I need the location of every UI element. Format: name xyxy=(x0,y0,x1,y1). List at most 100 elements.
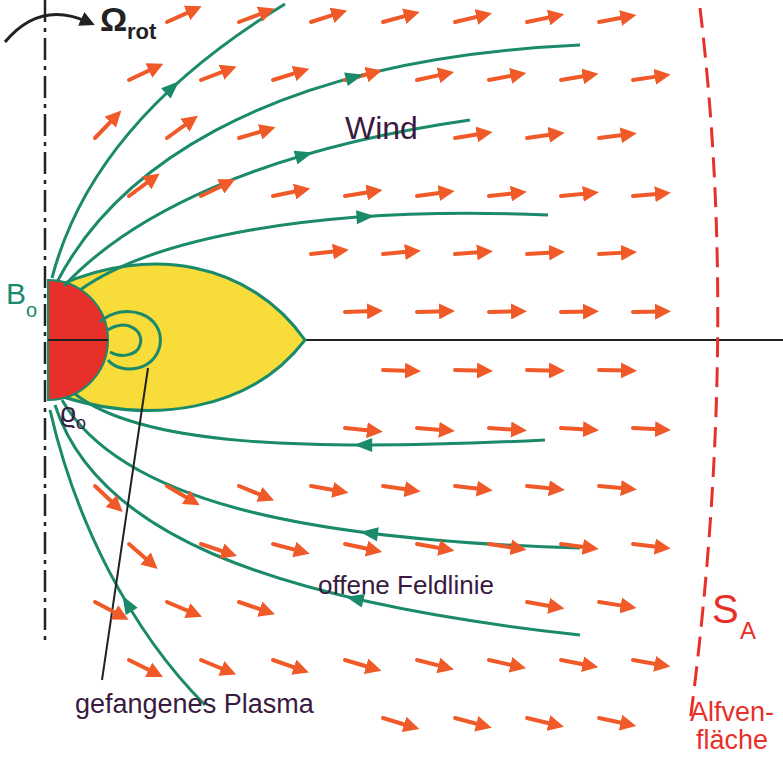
wind-arrow xyxy=(489,428,519,430)
radius-symbol: ϱ xyxy=(60,398,76,427)
wind-arrow xyxy=(455,486,485,490)
wind-arrow xyxy=(129,67,156,80)
wind-arrow xyxy=(417,660,446,667)
wind-arrow xyxy=(273,71,302,80)
open-field-line xyxy=(75,394,545,445)
wind-arrow xyxy=(311,251,341,254)
wind-arrow xyxy=(489,193,519,196)
wind-arrow xyxy=(167,602,195,614)
wind-arrow xyxy=(129,178,153,196)
alfven-surface-label: Alfven- fläche xyxy=(690,698,774,755)
wind-arrow xyxy=(273,660,301,670)
wind-arrow xyxy=(527,16,556,22)
wind-arrow xyxy=(129,660,156,673)
wind-arrow xyxy=(527,368,557,373)
closed-field-line xyxy=(100,312,160,369)
wind-arrow xyxy=(417,309,447,314)
rotation-symbol: Ω xyxy=(100,2,127,38)
field-direction-arrow xyxy=(344,68,365,86)
open-field-line-label: offene Feldlinie xyxy=(318,572,494,599)
field-direction-arrow xyxy=(359,525,379,541)
wind-arrow xyxy=(417,192,447,196)
wind-arrow xyxy=(455,133,485,138)
wind-arrow xyxy=(383,718,412,727)
wind-arrow xyxy=(201,660,229,672)
wind-arrow xyxy=(417,74,446,80)
wind-arrow xyxy=(417,428,447,430)
wind-arrow xyxy=(455,252,485,254)
wind-arrow xyxy=(95,116,116,138)
wind-arrow xyxy=(633,544,663,548)
wind-arrow xyxy=(561,544,591,548)
wind-arrow xyxy=(561,193,591,196)
wind-arrow xyxy=(95,486,117,507)
wind-arrow xyxy=(345,544,374,550)
wind-arrow xyxy=(417,544,447,549)
equator-line xyxy=(48,339,108,341)
open-field-line xyxy=(55,405,580,635)
wind-arrow xyxy=(201,544,229,554)
field-direction-arrow xyxy=(294,146,315,164)
wind-arrow xyxy=(345,660,374,669)
wind-arrow xyxy=(633,428,663,430)
wind-arrow xyxy=(311,486,341,491)
wind-arrow xyxy=(201,69,229,80)
wind-arrow xyxy=(345,428,375,431)
radius-subscript: o xyxy=(76,414,86,433)
open-field-line xyxy=(80,213,548,290)
wind-arrow xyxy=(561,660,590,666)
alfven-symbol: S xyxy=(712,588,739,630)
wind-arrow xyxy=(455,368,485,373)
wind-arrow xyxy=(489,660,518,667)
wind-arrow xyxy=(239,11,267,22)
rotation-axis xyxy=(44,0,47,640)
wind-arrow xyxy=(561,75,591,80)
wind-arrow xyxy=(633,309,663,314)
wind-arrow xyxy=(129,544,152,564)
wind-label: Wind xyxy=(345,112,418,146)
wind-arrow xyxy=(345,191,375,196)
field-symbol: B xyxy=(6,278,26,310)
field-direction-arrow xyxy=(116,592,137,615)
wind-arrow xyxy=(527,602,557,607)
wind-arrow xyxy=(633,193,663,196)
wind-arrow xyxy=(561,428,591,430)
wind-arrow xyxy=(201,183,228,196)
wind-arrow xyxy=(383,368,413,373)
wind-arrow xyxy=(527,718,556,725)
wind-arrow xyxy=(383,14,412,22)
wind-arrow xyxy=(599,17,628,22)
rotation-arrow xyxy=(5,14,88,42)
wind-arrow xyxy=(599,486,629,489)
wind-arrow xyxy=(527,486,557,489)
field-subscript: o xyxy=(26,300,37,321)
field-direction-arrow xyxy=(354,438,372,452)
open-field-line xyxy=(50,410,205,705)
rotation-subscript: rot xyxy=(127,20,156,43)
wind-arrow xyxy=(455,718,484,726)
wind-arrow xyxy=(633,76,663,80)
wind-arrow xyxy=(599,368,629,373)
wind-arrow xyxy=(599,718,628,724)
wind-arrow xyxy=(489,74,518,80)
wind-arrow xyxy=(489,544,519,549)
field-direction-arrow xyxy=(356,209,375,224)
wind-arrow xyxy=(383,251,413,254)
wind-arrow xyxy=(95,602,122,616)
wind-arrow xyxy=(527,134,557,138)
wind-arrow xyxy=(455,15,484,22)
wind-arrow xyxy=(167,120,191,138)
alfven-subscript: A xyxy=(740,618,756,643)
field-direction-arrow xyxy=(161,76,184,98)
wind-arrow xyxy=(167,10,194,22)
wind-arrow xyxy=(489,309,519,314)
wind-arrow xyxy=(633,660,663,665)
wind-arrow xyxy=(599,252,629,254)
wind-arrow xyxy=(273,190,302,196)
wind-arrow xyxy=(561,309,591,314)
trapped-plasma-label: gefangenes Plasma xyxy=(75,690,314,718)
wind-arrow xyxy=(167,486,193,501)
wind-arrow xyxy=(599,134,629,138)
wind-arrow xyxy=(239,486,267,497)
